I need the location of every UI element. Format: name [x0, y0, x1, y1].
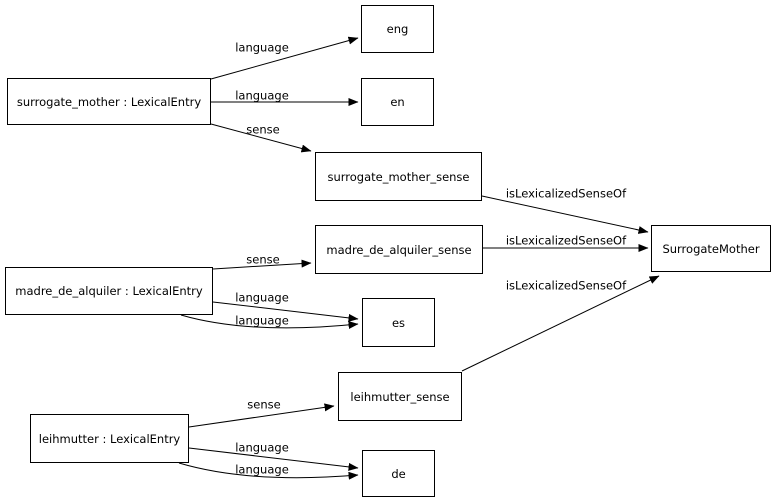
node-de: de	[362, 450, 435, 497]
edge-label-sense-surrogate: sense	[246, 122, 280, 137]
node-surrogate-mother-concept: SurrogateMother	[651, 225, 771, 272]
edge-label-language-en: language	[235, 88, 289, 103]
edge-label-islexicalizedsenseof-3: isLexicalizedSenseOf	[505, 278, 627, 293]
edge-label-islexicalizedsenseof-1: isLexicalizedSenseOf	[505, 186, 627, 201]
edge-line-leihmutter-sense-concept	[461, 275, 660, 372]
edge-label-islexicalizedsenseof-2: isLexicalizedSenseOf	[505, 233, 627, 248]
edge-line-surrogate-mother-sense	[210, 123, 312, 153]
node-madre-de-alquiler-sense: madre_de_alquiler_sense	[315, 225, 483, 274]
node-es: es	[362, 298, 435, 347]
node-en: en	[361, 78, 434, 126]
node-leihmutter-sense: leihmutter_sense	[338, 372, 462, 421]
edge-line-madre-es-2	[180, 314, 359, 329]
node-surrogate-mother-sense: surrogate_mother_sense	[315, 152, 482, 201]
edge-label-language-eng: language	[235, 40, 289, 55]
edge-line-surrogate-mother-sense-concept	[481, 195, 649, 234]
edge-line-madre-sense	[212, 259, 312, 270]
edge-label-sense-leihmutter: sense	[247, 397, 281, 412]
edge-line-leihmutter-de-1	[188, 447, 359, 471]
edge-label-language-es-1: language	[235, 290, 289, 305]
edge-line-surrogate-mother-eng	[210, 36, 359, 80]
edge-line-leihmutter-sense	[188, 403, 335, 428]
edge-label-language-de-1: language	[235, 440, 289, 455]
edge-label-language-de-2: language	[235, 462, 289, 477]
node-eng: eng	[361, 5, 434, 53]
edge-line-madre-es-1	[212, 301, 359, 322]
node-leihmutter-lexical-entry: leihmutter : LexicalEntry	[30, 414, 189, 463]
node-madre-de-alquiler-lexical-entry: madre_de_alquiler : LexicalEntry	[5, 267, 213, 315]
edge-label-sense-madre: sense	[246, 252, 280, 267]
node-surrogate-mother-lexical-entry: surrogate_mother : LexicalEntry	[7, 78, 211, 125]
edge-label-language-es-2: language	[235, 313, 289, 328]
edge-line-leihmutter-de-2	[178, 462, 359, 480]
